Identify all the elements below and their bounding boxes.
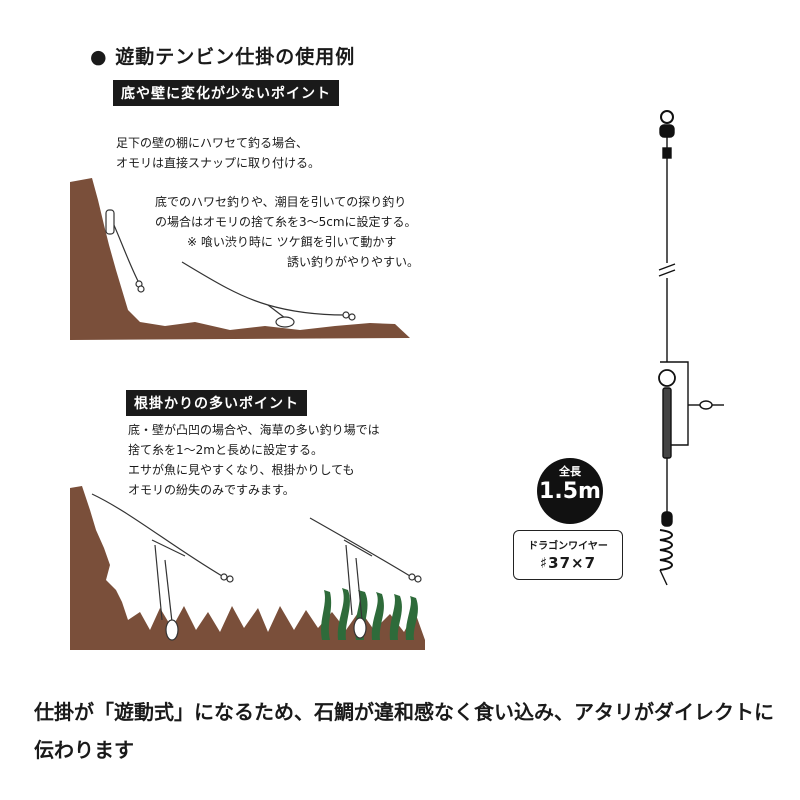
- tenbin-rig: [658, 110, 724, 586]
- note-line: 誘い釣りがやりやすい。: [287, 255, 420, 269]
- section2-note: 底・壁が凸凹の場合や、海草の多い釣り場では 捨て糸を1～2mと長めに設定する。 …: [128, 420, 380, 500]
- wire-spec-box: ドラゴンワイヤー ♯37×7: [513, 530, 623, 580]
- note-line: の場合はオモリの捨て糸を3～5cmに設定する。: [155, 215, 417, 229]
- length-badge: 全長 1.5m: [537, 458, 603, 524]
- note-line: エサが魚に見やすくなり、根掛かりしても: [128, 463, 355, 477]
- rock-wall-flat: [70, 178, 410, 340]
- note-line: 足下の壁の棚にハワセて釣る場合、: [116, 136, 309, 150]
- length-label: 全長: [559, 465, 581, 478]
- note-line: ※ 喰い渋り時に ツケ餌を引いて動かす: [187, 235, 397, 249]
- note-line: 捨て糸を1～2mと長めに設定する。: [128, 443, 323, 457]
- section1-banner: 底や壁に変化が少ないポイント: [113, 80, 339, 106]
- note-line: 底・壁が凸凹の場合や、海草の多い釣り場では: [128, 423, 380, 437]
- diagram-title: ● 遊動テンビン仕掛の使用例: [90, 46, 356, 68]
- note-line: オモリの紛失のみですみます。: [128, 483, 295, 497]
- section2-banner: 根掛かりの多いポイント: [126, 390, 307, 416]
- section1-note-bottom: 底でのハワセ釣りや、潮目を引いての探り釣り の場合はオモリの捨て糸を3～5cmに…: [155, 192, 419, 272]
- rock-wall-rugged: [70, 486, 425, 650]
- rig-wall-snap: [105, 209, 145, 293]
- rig-long-leader-right: [309, 517, 422, 639]
- section1-note-wall: 足下の壁の棚にハワセて釣る場合、 オモリは直接スナップに取り付ける。: [116, 133, 320, 173]
- note-line: 底でのハワセ釣りや、潮目を引いての探り釣り: [155, 195, 407, 209]
- wire-name: ドラゴンワイヤー: [528, 541, 608, 552]
- caption-text: 仕掛が「遊動式」になるため、石鯛が違和感なく食い込み、アタリがダイレクトに伝わり…: [34, 700, 774, 762]
- rig-bottom-drag: [181, 261, 356, 328]
- rig-long-leader-left: [91, 493, 234, 641]
- note-line: オモリは直接スナップに取り付ける。: [116, 156, 321, 170]
- wire-spec-value: ♯37×7: [539, 554, 597, 572]
- length-value: 1.5m: [539, 479, 601, 504]
